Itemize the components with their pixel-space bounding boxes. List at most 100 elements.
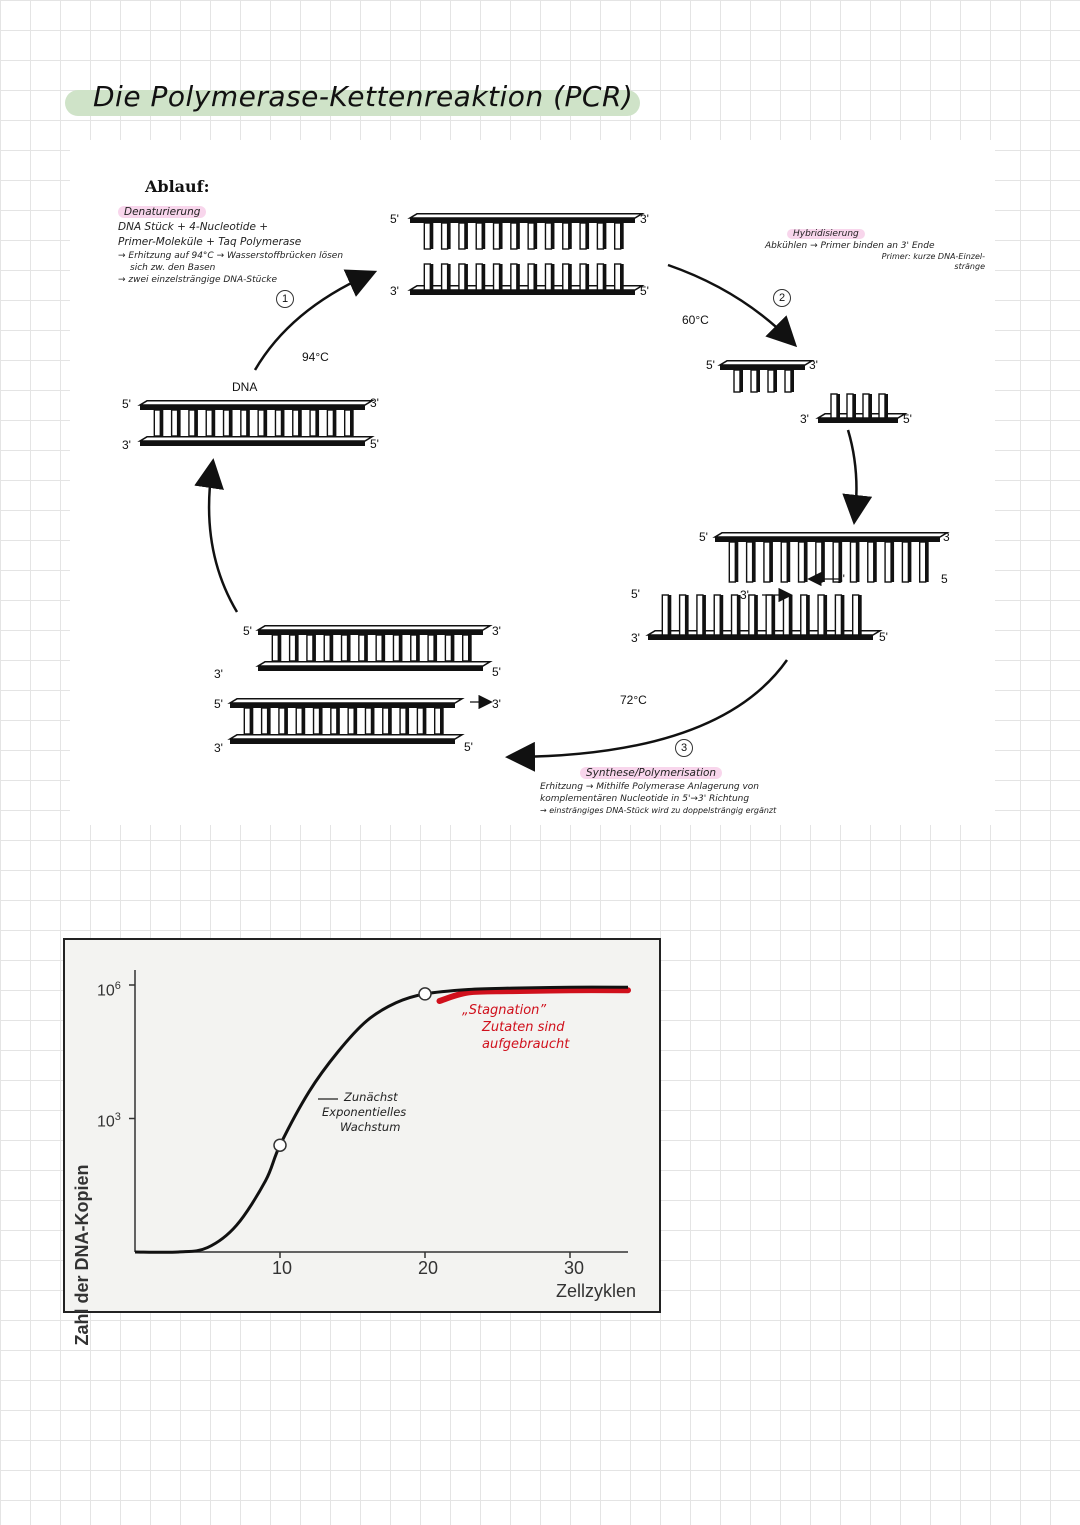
ss-top-lower-base-shade xyxy=(482,264,486,290)
cycle-arrows xyxy=(194,263,873,772)
ss-top-upper xyxy=(407,213,645,250)
ss-top-lower-backbone xyxy=(410,290,635,295)
product-2-bottom xyxy=(227,734,465,744)
dna-initial-top-base-shade xyxy=(316,410,320,436)
ext-lower-base-shade xyxy=(685,595,689,635)
primer-upper-base-shade xyxy=(791,370,794,392)
temp-72: 72°C xyxy=(620,693,647,707)
ext-lower-base-shade xyxy=(754,595,758,635)
product-1-top-backbone xyxy=(258,630,483,635)
product-2-top-base-shade xyxy=(423,708,427,734)
product-1-top xyxy=(255,625,493,662)
ss-top-upper-base-shade xyxy=(516,223,520,249)
ext-upper xyxy=(712,532,950,583)
y-tick-10-6: 106 xyxy=(97,980,121,1000)
label-top-3: 3' xyxy=(640,212,649,226)
page-title: Die Polymerase-Kettenreaktion (PCR) xyxy=(93,80,634,113)
product-2-top-base-shade xyxy=(388,708,392,734)
product-2-top-base-shade xyxy=(354,708,358,734)
label-primer-3: 3' xyxy=(809,358,818,372)
label-ext2-arrow-3: 3' xyxy=(740,588,749,602)
ss-top-lower-base-shade xyxy=(430,264,434,290)
growth-line-1: Zunächst xyxy=(344,1090,398,1104)
product-2-top xyxy=(227,698,465,735)
primer-lower-base-shade xyxy=(885,394,888,418)
ss-top-upper-base-shade xyxy=(620,223,624,249)
ext-lower-base-shade xyxy=(824,595,828,635)
denaturierung-notes: Denaturierung DNA Stück + 4-Nucleotide +… xyxy=(118,205,343,286)
primer-lower-base-shade xyxy=(869,394,872,418)
denaturierung-heading: Denaturierung xyxy=(118,206,207,218)
temp-60: 60°C xyxy=(682,313,709,327)
product-2-top-base-shade xyxy=(440,708,444,734)
ss-top-upper-base-shade xyxy=(551,223,555,249)
label-bot-5: 5' xyxy=(243,624,252,638)
ss-top-upper-backbone xyxy=(410,218,635,223)
label-bot2-3b: 3' xyxy=(214,741,223,755)
growth-line-2: Exponentielles xyxy=(322,1105,407,1119)
label-ext-5b: 5 xyxy=(941,572,948,586)
ss-top-lower-base-shade xyxy=(516,264,520,290)
dna-initial-top-base-shade xyxy=(264,410,268,436)
product-1-bottom xyxy=(255,661,493,671)
denaturierung-line-1: DNA Stück + 4-Nucleotide + xyxy=(118,221,269,233)
product-1-top-base-shade xyxy=(451,635,455,661)
stagnation-highlight xyxy=(436,987,631,1005)
product-1-top-base-shade xyxy=(312,635,316,661)
chart-axes xyxy=(129,970,628,1258)
title-highlight xyxy=(65,90,640,116)
product-2-top-base-shade xyxy=(371,708,375,734)
step-number-3: 3 xyxy=(675,739,693,757)
primer-lower xyxy=(815,393,908,423)
ss-top-lower-base-shade xyxy=(534,264,538,290)
ss-top-lower-base-shade xyxy=(551,264,555,290)
primer-lower-base-shade xyxy=(853,394,856,418)
dna-initial-top-base-shade xyxy=(281,410,285,436)
dna-initial-top-base-shade xyxy=(246,410,250,436)
ss-top-lower-base-shade xyxy=(568,264,572,290)
stagnation-line-1: „Stagnation” xyxy=(462,1003,547,1018)
product-1-top-base-shade xyxy=(278,635,282,661)
ext-lower-base-shade xyxy=(772,595,776,635)
denaturierung-line-3: → Erhitzung auf 94°C → Wasserstoffbrücke… xyxy=(118,251,344,261)
product-1-top-base-shade xyxy=(468,635,472,661)
growth-chart xyxy=(63,938,661,1313)
ss-top-upper-base-shade xyxy=(430,223,434,249)
ext-upper-base-shade xyxy=(873,542,877,582)
arrow-to-annealing xyxy=(667,263,798,348)
ext-upper-base-shade xyxy=(787,542,791,582)
ss-top-upper-base-shade xyxy=(499,223,503,249)
arrow-to-denaturation xyxy=(253,269,378,371)
y-tick-10-3-base: 10 xyxy=(97,1113,115,1131)
product-2-top-base-shade xyxy=(302,708,306,734)
product-2-top-base-shade xyxy=(336,708,340,734)
ext-upper-base-shade xyxy=(908,542,912,582)
label-left-3b: 3' xyxy=(370,396,379,410)
growth-note: Zunächst Exponentielles Wachstum xyxy=(322,1090,406,1135)
dna-initial-top-backbone xyxy=(140,405,365,410)
denaturierung-line-2: Primer-Moleküle + Taq Polymerase xyxy=(118,236,302,248)
primer-upper xyxy=(717,360,815,393)
primer-upper-base-shade xyxy=(774,370,777,392)
primer-upper-backbone xyxy=(720,365,805,370)
label-left-5: 5' xyxy=(122,397,131,411)
label-bot2-5: 5' xyxy=(214,697,223,711)
ss-top-upper-base-shade xyxy=(464,223,468,249)
primer-upper-base-shade xyxy=(740,370,743,392)
product-1-top-base-shade xyxy=(434,635,438,661)
synthese-line-2: komplementären Nucleotide in 5'→3' Richt… xyxy=(540,794,750,804)
primer-lower-base-shade xyxy=(837,394,840,418)
chart-marker-1 xyxy=(273,1138,287,1152)
dna-initial-top-base-shade xyxy=(229,410,233,436)
ss-top-upper-base-shade xyxy=(603,223,607,249)
product-2-top-base-shade xyxy=(267,708,271,734)
ext-upper-base-shade xyxy=(891,542,895,582)
ext-lower-backbone xyxy=(648,635,873,640)
x-axis-label: Zellzyklen xyxy=(556,1281,637,1301)
label-bot2-5b: 5' xyxy=(464,740,473,754)
arrow-to-extension xyxy=(842,429,873,525)
ext-upper-base-shade xyxy=(804,542,808,582)
ext-lower xyxy=(645,594,883,640)
